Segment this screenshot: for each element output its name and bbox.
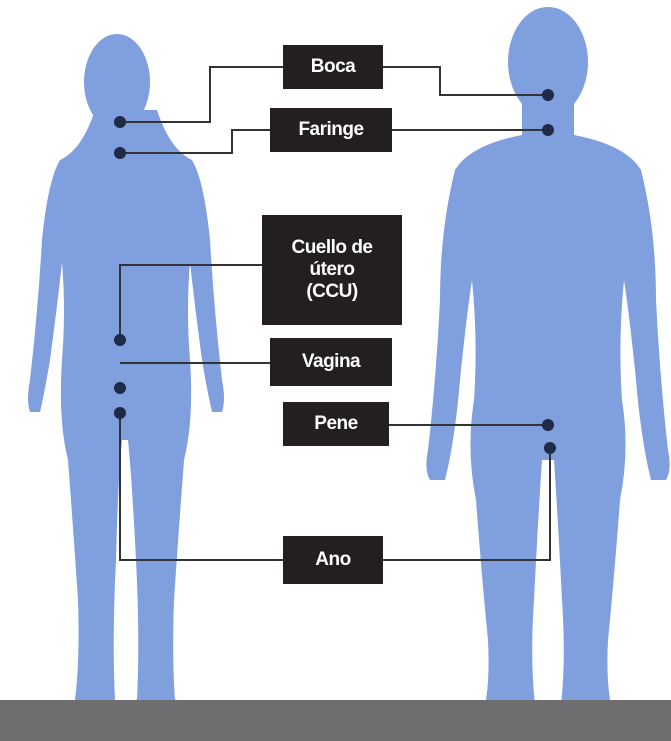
female-figure <box>28 34 224 717</box>
dot-boca-male <box>542 89 554 101</box>
label-pene: Pene <box>283 402 389 446</box>
male-figure <box>426 7 669 725</box>
dot-boca-female <box>114 116 126 128</box>
label-ano: Ano <box>283 536 383 584</box>
dot-pene <box>542 419 554 431</box>
dot-cuello-utero <box>114 334 126 346</box>
dot-ano-female <box>114 407 126 419</box>
floor-band <box>0 700 671 741</box>
label-cuello-utero: Cuello de útero (CCU) <box>262 215 402 325</box>
label-vagina: Vagina <box>270 338 392 386</box>
dot-faringe-female <box>114 147 126 159</box>
label-faringe: Faringe <box>270 108 392 152</box>
dot-faringe-male <box>542 124 554 136</box>
dot-vagina <box>114 382 126 394</box>
label-boca: Boca <box>283 45 383 89</box>
dot-ano-male <box>544 442 556 454</box>
